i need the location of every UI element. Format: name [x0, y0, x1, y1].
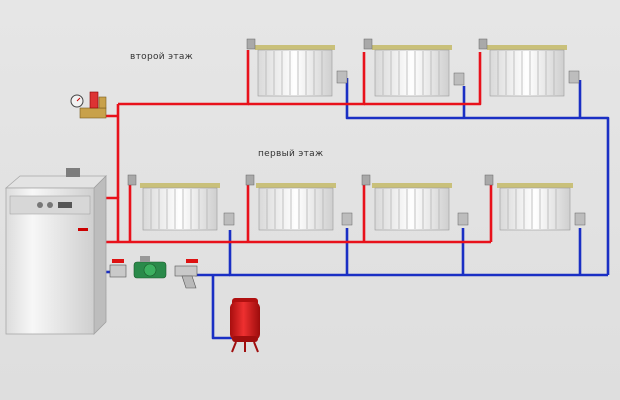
radiator-icon — [363, 38, 465, 97]
circulation-pump-icon — [133, 256, 167, 279]
boiler-icon — [4, 168, 107, 335]
filter-icon — [174, 259, 198, 289]
radiator-icon — [127, 174, 235, 231]
radiator-icon — [478, 38, 580, 97]
ball-valve-icon — [109, 259, 127, 278]
expansion-tank-icon — [230, 298, 260, 353]
second-floor-label: второй этаж — [130, 52, 193, 62]
radiator-icon — [361, 174, 469, 231]
radiator-icon — [245, 174, 353, 231]
safety-group-icon — [70, 91, 107, 119]
radiator-icon — [246, 38, 348, 97]
return-pipe-network — [98, 78, 610, 340]
radiator-icon — [484, 174, 586, 231]
first-floor-label: первый этаж — [258, 149, 323, 159]
